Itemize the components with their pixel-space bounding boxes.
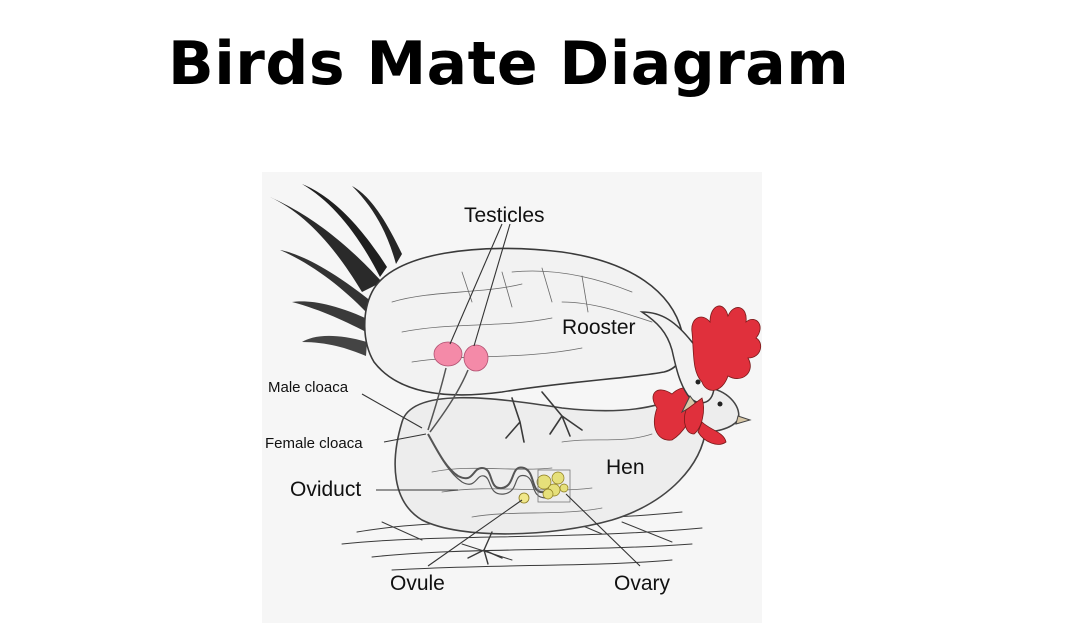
nest-straw	[341, 511, 703, 571]
diagram-illustration: Testicles Rooster Male cloaca Female clo…	[262, 172, 762, 623]
reproductive-organs	[427, 341, 571, 504]
hen-figure	[394, 386, 752, 565]
label-testicles: Testicles	[464, 204, 545, 227]
label-ovule: Ovule	[390, 572, 445, 595]
label-ovary: Ovary	[614, 572, 671, 595]
oviduct-tube	[427, 433, 545, 494]
testicle-left	[433, 341, 463, 367]
label-hen: Hen	[606, 456, 645, 479]
label-female-cloaca: Female cloaca	[265, 435, 363, 452]
label-rooster: Rooster	[562, 316, 636, 339]
page-title: Birds Mate Diagram	[168, 29, 850, 99]
mating-diagram: Testicles Rooster Male cloaca Female clo…	[262, 172, 762, 623]
ovary-cluster	[536, 469, 571, 503]
label-male-cloaca: Male cloaca	[268, 379, 349, 396]
label-oviduct: Oviduct	[290, 478, 361, 501]
leader-lines	[361, 223, 641, 567]
rooster-comb	[691, 305, 762, 391]
testicle-right	[463, 344, 489, 372]
